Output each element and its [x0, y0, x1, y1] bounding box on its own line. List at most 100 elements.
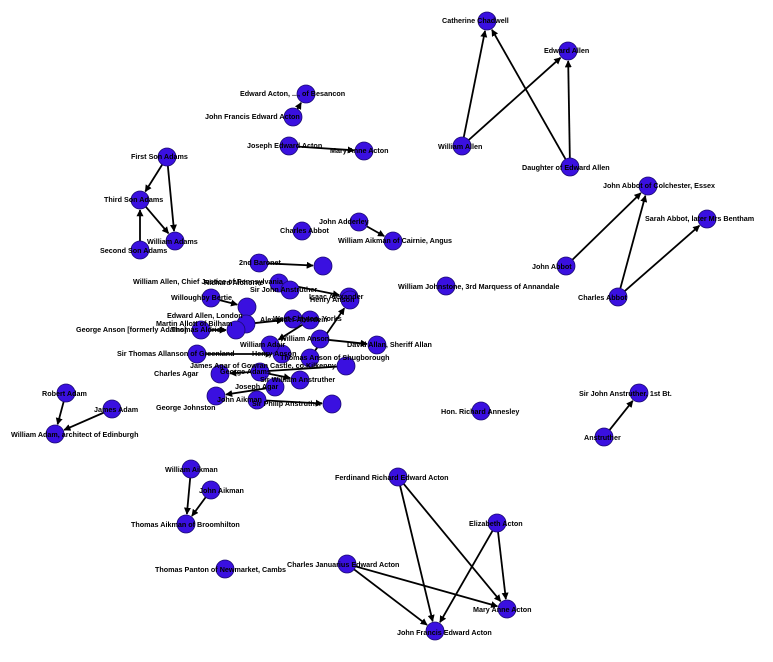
node-william_adam_edin[interactable]: [45, 424, 65, 444]
edge-james_adam-to-william_adam_edin: [63, 411, 105, 431]
node-label-c28: Henry Anson: [310, 295, 354, 304]
node-anstruther[interactable]: [594, 427, 614, 447]
node-c19[interactable]: [336, 356, 356, 376]
node-c15[interactable]: [310, 329, 330, 349]
edge-john_abbot-to-john_abbot_colchester: [571, 192, 642, 261]
node-label-c25: Alexander Aberdein: [260, 315, 328, 324]
node-label-c9: Willoughby Bertie: [171, 293, 232, 302]
node-edward_allen[interactable]: [558, 41, 578, 61]
node-label-c16: David Allan, Sheriff Allan: [347, 340, 432, 349]
edge-c11-to-c12: [254, 317, 284, 325]
node-james_adam[interactable]: [102, 399, 122, 419]
node-c21[interactable]: [265, 377, 285, 397]
node-c1[interactable]: [349, 212, 369, 232]
node-john_abbot_colchester[interactable]: [638, 176, 658, 196]
node-c25[interactable]: [300, 310, 320, 330]
node-william_adams[interactable]: [165, 231, 185, 251]
node-c22[interactable]: [206, 386, 226, 406]
node-jf_acton_bot[interactable]: [425, 621, 445, 641]
edge-elizabeth_acton-to-mary_acton_bot: [497, 531, 509, 600]
node-label-daughter_allen: Daughter of Edward Allen: [522, 163, 610, 172]
edge-c5-to-c6: [267, 261, 314, 269]
node-c9[interactable]: [201, 288, 221, 308]
edge-c29-to-c30: [268, 372, 291, 381]
node-sarah_abbot[interactable]: [697, 209, 717, 229]
node-c23[interactable]: [247, 390, 267, 410]
node-c13[interactable]: [191, 320, 211, 340]
node-label-william_adam_edin: William Adam, architect of Edinburgh: [11, 430, 138, 439]
node-c5[interactable]: [249, 253, 269, 273]
node-c3[interactable]: [383, 231, 403, 251]
node-label-sarah_abbot: Sarah Abbot, later Mrs Bentham: [645, 214, 754, 223]
node-label-edward_allen: Edward Allen: [544, 46, 589, 55]
node-label-third_adams: Third Son Adams: [104, 195, 163, 204]
node-c24[interactable]: [322, 394, 342, 414]
node-second_adams[interactable]: [130, 240, 150, 260]
node-john_abbot[interactable]: [556, 256, 576, 276]
node-catherine[interactable]: [477, 11, 497, 31]
edge-jf_acton_top-to-edward_acton_besan: [294, 102, 302, 110]
node-c20[interactable]: [210, 364, 230, 384]
node-c28[interactable]: [340, 290, 360, 310]
node-label-c18: Henry Anson: [252, 349, 296, 358]
node-sir_john_anstruther[interactable]: [629, 383, 649, 403]
node-charles_acton[interactable]: [337, 554, 357, 574]
node-label-john_abbot: John Abbot: [532, 262, 572, 271]
node-label-c20: Charles Agar: [154, 369, 199, 378]
edge-c15-to-c16: [328, 339, 368, 347]
edge-daughter_allen-to-catherine: [491, 29, 567, 160]
node-label-elizabeth_acton: Elizabeth Acton: [469, 519, 523, 528]
node-c26[interactable]: [260, 335, 280, 355]
node-c29[interactable]: [250, 362, 270, 382]
node-c30[interactable]: [290, 370, 310, 390]
node-label-james_adam: James Adam: [94, 405, 138, 414]
edge-c1-to-c3: [366, 225, 385, 237]
node-label-c14: George Anson [formerly Adams]: [76, 325, 187, 334]
node-ferdinand_acton[interactable]: [388, 467, 408, 487]
node-c16[interactable]: [367, 335, 387, 355]
node-c27[interactable]: [300, 348, 320, 368]
edge-c19-to-c20: [229, 365, 338, 377]
node-thomas_panton[interactable]: [215, 559, 235, 579]
edge-ferdinand_acton-to-jf_acton_bot: [399, 485, 435, 622]
node-charles_abbot[interactable]: [608, 287, 628, 307]
node-first_adams[interactable]: [157, 147, 177, 167]
node-mary_acton_top[interactable]: [354, 141, 374, 161]
node-label-c1: John Adderley: [319, 217, 369, 226]
node-daughter_allen[interactable]: [560, 157, 580, 177]
node-label-c12: West Clayton, Yorks: [273, 314, 342, 323]
edge-daughter_allen-to-edward_allen: [564, 60, 572, 159]
node-thomas_aikman[interactable]: [176, 514, 196, 534]
edge-joseph_acton-to-mary_acton_top: [297, 145, 355, 154]
edge-third_adams-to-william_adams: [145, 206, 170, 234]
edge-elizabeth_acton-to-jf_acton_bot: [439, 530, 494, 623]
node-c4[interactable]: [436, 276, 456, 296]
node-jf_acton_top[interactable]: [283, 107, 303, 127]
node-elizabeth_acton[interactable]: [487, 513, 507, 533]
node-c31[interactable]: [280, 280, 300, 300]
node-william_allen_g[interactable]: [452, 136, 472, 156]
node-c14[interactable]: [226, 320, 246, 340]
node-robert_adam[interactable]: [56, 383, 76, 403]
node-john_aikman[interactable]: [201, 480, 221, 500]
node-c6[interactable]: [313, 256, 333, 276]
node-label-c17: Sir Thomas Allanson of Greenland: [117, 349, 235, 358]
edge-william_allen_g-to-edward_allen: [468, 57, 562, 141]
node-c17[interactable]: [187, 344, 207, 364]
node-mary_acton_bot[interactable]: [497, 599, 517, 619]
node-label-c19: James Agar of Gowran Castle, co.Kilkenny: [190, 361, 336, 370]
node-joseph_acton[interactable]: [279, 136, 299, 156]
node-label-c22: George Johnston: [156, 403, 216, 412]
node-label-jf_acton_bot: John Francis Edward Acton: [397, 628, 492, 637]
node-edward_acton_besan[interactable]: [296, 84, 316, 104]
node-label-anstruther: Anstruther: [584, 433, 621, 442]
node-third_adams[interactable]: [130, 190, 150, 210]
node-hon_richard[interactable]: [471, 401, 491, 421]
node-label-charles_abbot: Charles Abbot: [578, 293, 627, 302]
edge-charles_abbot-to-sarah_abbot: [624, 224, 701, 292]
node-label-thomas_panton: Thomas Panton of Newmarket, Cambs: [155, 565, 286, 574]
node-c2[interactable]: [292, 221, 312, 241]
node-label-thomas_aikman: Thomas Aikman of Broomhilton: [131, 520, 240, 529]
node-william_aikman[interactable]: [181, 459, 201, 479]
